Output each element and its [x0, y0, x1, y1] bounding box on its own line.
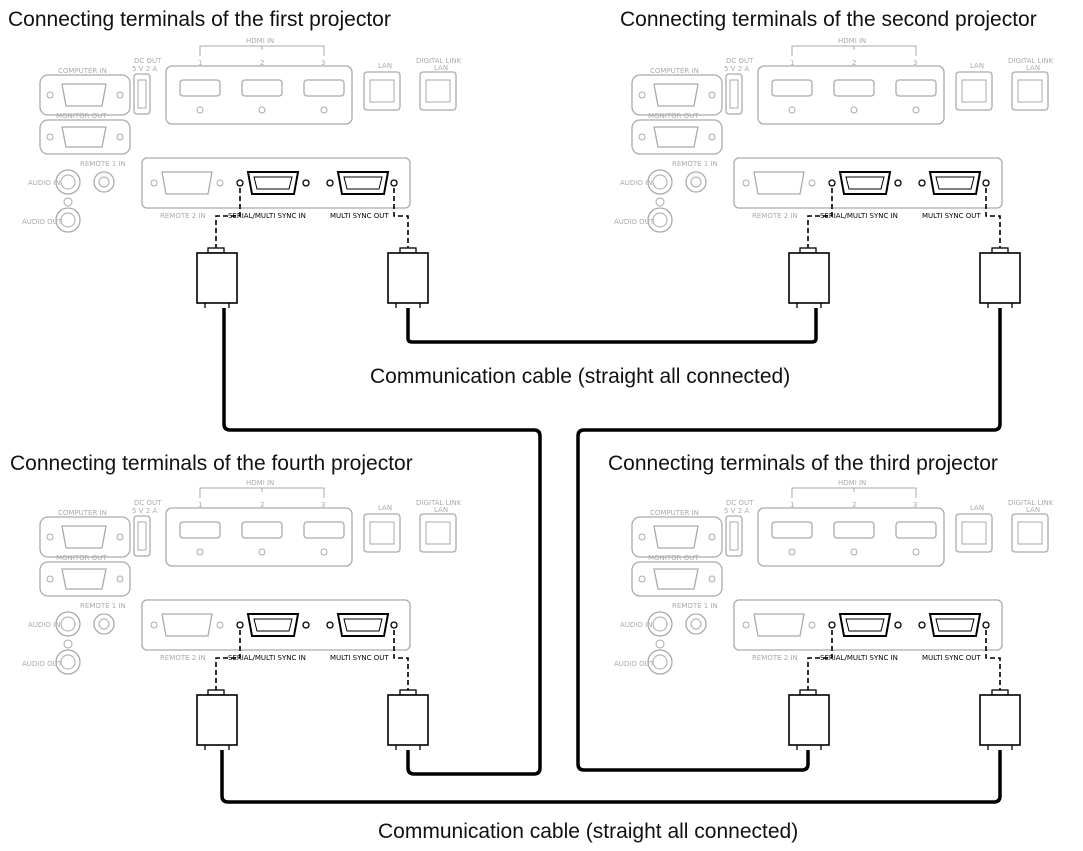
label-audio-in: AUDIO IN: [28, 179, 60, 187]
label-hdmi-2: 2: [852, 59, 856, 67]
label-hdmi-3: 3: [913, 59, 917, 67]
label-remote1-in: REMOTE 1 IN: [80, 602, 126, 610]
label-lan: LAN: [970, 504, 984, 512]
title-first-projector: Connecting terminals of the first projec…: [8, 8, 391, 31]
label-lan: LAN: [378, 62, 392, 70]
label-dc-out: DC OUT: [726, 57, 754, 65]
label-hdmi-2: 2: [260, 59, 264, 67]
label-dc-out: DC OUT: [134, 57, 162, 65]
label-hdmi-3: 3: [913, 501, 917, 509]
label-serial-multi-sync-in: SERIAL/MULTI SYNC IN: [820, 654, 898, 662]
label-monitor-out: MONITOR OUT: [648, 112, 699, 120]
label-remote2-in: REMOTE 2 IN: [160, 212, 206, 220]
cable-label-bottom: Communication cable (straight all connec…: [378, 820, 798, 843]
projector-third-panel: [631, 487, 1049, 751]
labels-fourth: COMPUTER IN MONITOR OUT DC OUT 5 V 2 A H…: [22, 479, 462, 668]
title-third-projector: Connecting terminals of the third projec…: [608, 452, 998, 475]
label-monitor-out: MONITOR OUT: [648, 554, 699, 562]
label-dc-out-rating: 5 V 2 A: [132, 507, 157, 515]
label-digital-link-lan: LAN: [1026, 64, 1040, 72]
label-digital-link-lan: LAN: [434, 64, 448, 72]
label-digital-link: DIGITAL LINK: [1008, 499, 1054, 507]
label-hdmi-1: 1: [198, 59, 202, 67]
label-lan: LAN: [970, 62, 984, 70]
label-digital-link-lan: LAN: [434, 506, 448, 514]
label-lan: LAN: [378, 504, 392, 512]
label-computer-in: COMPUTER IN: [58, 509, 107, 517]
label-dc-out-rating: 5 V 2 A: [724, 65, 749, 73]
label-hdmi-in: HDMI IN: [838, 37, 866, 45]
projector-fourth-panel: [39, 487, 457, 751]
label-audio-in: AUDIO IN: [620, 179, 652, 187]
label-remote1-in: REMOTE 1 IN: [80, 160, 126, 168]
label-dc-out: DC OUT: [726, 499, 754, 507]
label-computer-in: COMPUTER IN: [650, 509, 699, 517]
label-audio-out: AUDIO OUT: [614, 660, 655, 668]
projector-second-panel: [631, 45, 1049, 309]
label-serial-multi-sync-in: SERIAL/MULTI SYNC IN: [820, 212, 898, 220]
cable-label-top: Communication cable (straight all connec…: [370, 365, 790, 388]
labels-second: COMPUTER IN MONITOR OUT DC OUT 5 V 2 A H…: [614, 37, 1054, 226]
label-dc-out: DC OUT: [134, 499, 162, 507]
label-computer-in: COMPUTER IN: [58, 67, 107, 75]
label-remote2-in: REMOTE 2 IN: [160, 654, 206, 662]
label-hdmi-3: 3: [321, 59, 325, 67]
label-remote1-in: REMOTE 1 IN: [672, 602, 718, 610]
projector-first-panel: [39, 45, 457, 309]
label-serial-multi-sync-in: SERIAL/MULTI SYNC IN: [228, 212, 306, 220]
cable-second-to-third: [576, 308, 1002, 772]
label-hdmi-3: 3: [321, 501, 325, 509]
label-remote2-in: REMOTE 2 IN: [752, 654, 798, 662]
label-hdmi-in: HDMI IN: [838, 479, 866, 487]
label-hdmi-2: 2: [852, 501, 856, 509]
label-audio-in: AUDIO IN: [28, 621, 60, 629]
label-hdmi-in: HDMI IN: [246, 479, 274, 487]
label-audio-out: AUDIO OUT: [614, 218, 655, 226]
label-computer-in: COMPUTER IN: [650, 67, 699, 75]
title-fourth-projector: Connecting terminals of the fourth proje…: [10, 452, 413, 475]
communication-cables: [220, 308, 1002, 804]
label-digital-link-lan: LAN: [1026, 506, 1040, 514]
labels-third: COMPUTER IN MONITOR OUT DC OUT 5 V 2 A H…: [614, 479, 1054, 668]
label-dc-out-rating: 5 V 2 A: [724, 507, 749, 515]
label-remote1-in: REMOTE 1 IN: [672, 160, 718, 168]
label-monitor-out: MONITOR OUT: [56, 554, 107, 562]
label-hdmi-1: 1: [198, 501, 202, 509]
labels-first: COMPUTER IN MONITOR OUT DC OUT 5 V 2 A H…: [22, 37, 462, 226]
label-hdmi-1: 1: [790, 59, 794, 67]
label-digital-link: DIGITAL LINK: [416, 57, 462, 65]
label-remote2-in: REMOTE 2 IN: [752, 212, 798, 220]
label-hdmi-1: 1: [790, 501, 794, 509]
label-digital-link: DIGITAL LINK: [1008, 57, 1054, 65]
label-serial-multi-sync-in: SERIAL/MULTI SYNC IN: [228, 654, 306, 662]
label-monitor-out: MONITOR OUT: [56, 112, 107, 120]
label-hdmi-2: 2: [260, 501, 264, 509]
label-multi-sync-out: MULTI SYNC OUT: [922, 654, 981, 662]
title-second-projector: Connecting terminals of the second proje…: [620, 8, 1037, 31]
label-hdmi-in: HDMI IN: [246, 37, 274, 45]
label-audio-out: AUDIO OUT: [22, 660, 63, 668]
cable-fourth-to-first: [222, 308, 542, 776]
label-multi-sync-out: MULTI SYNC OUT: [330, 654, 389, 662]
cable-first-to-second: [406, 308, 818, 344]
label-digital-link: DIGITAL LINK: [416, 499, 462, 507]
cable-third-to-fourth: [220, 750, 1002, 804]
label-dc-out-rating: 5 V 2 A: [132, 65, 157, 73]
label-multi-sync-out: MULTI SYNC OUT: [922, 212, 981, 220]
label-multi-sync-out: MULTI SYNC OUT: [330, 212, 389, 220]
label-audio-in: AUDIO IN: [620, 621, 652, 629]
label-audio-out: AUDIO OUT: [22, 218, 63, 226]
